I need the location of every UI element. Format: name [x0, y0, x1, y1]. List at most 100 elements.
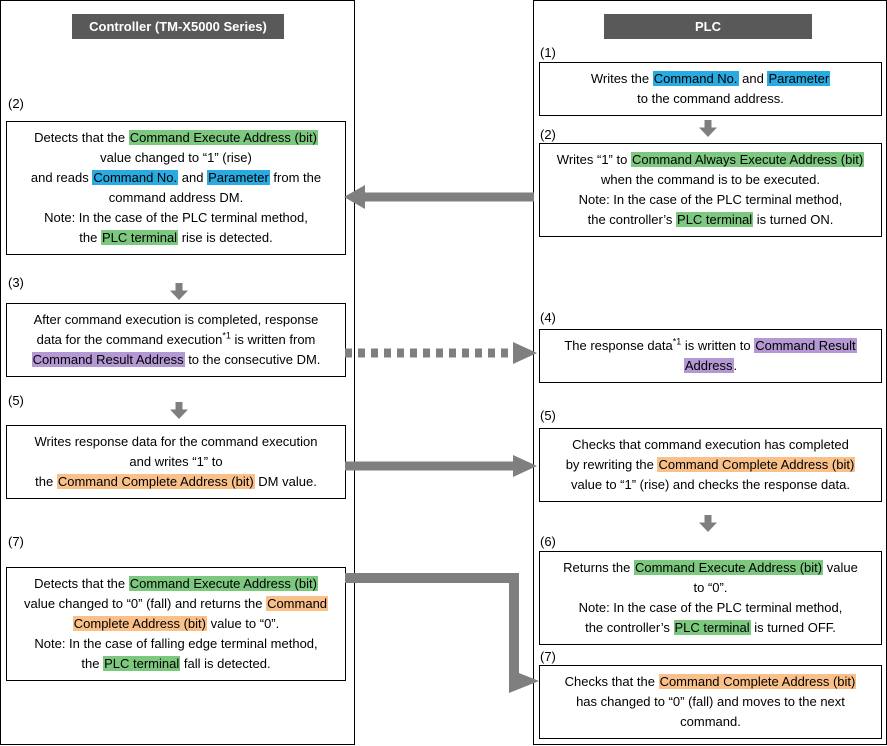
controller-panel: Controller (TM-X5000 Series) (2) Detects…	[0, 0, 355, 745]
text-line: to “0”.	[544, 578, 877, 598]
text-segment: rise is detected.	[178, 230, 273, 245]
text-line: and reads Command No. and Parameter from…	[11, 168, 341, 188]
text-segment: fall is detected.	[180, 656, 271, 671]
text-line: when the command is to be executed.	[544, 170, 877, 190]
plc-step-6-box: Returns the Command Execute Address (bit…	[539, 551, 882, 645]
text-segment: Note: In the case of the PLC terminal me…	[578, 192, 843, 207]
text-segment: is written to	[681, 338, 755, 353]
text-line: Note: In the case of the PLC terminal me…	[544, 190, 877, 210]
highlighted-text: PLC terminal	[676, 212, 754, 227]
text-line: has changed to “0” (fall) and moves to t…	[544, 692, 877, 712]
text-line: value to “1” (rise) and checks the respo…	[544, 475, 877, 495]
text-line: Returns the Command Execute Address (bit…	[544, 558, 877, 578]
controller-step-3-box: After command execution is completed, re…	[6, 303, 346, 377]
text-line: the controller’s PLC terminal is turned …	[544, 210, 877, 230]
highlighted-text: Command Result	[754, 338, 857, 353]
plc-panel-title: PLC	[604, 14, 812, 39]
text-segment: is turned OFF.	[750, 620, 836, 635]
text-segment: Note: In the case of the PLC terminal me…	[578, 600, 843, 615]
text-line: by rewriting the Command Complete Addres…	[544, 455, 877, 475]
text-segment: the	[81, 656, 104, 671]
highlighted-text: Command Execute Address (bit)	[128, 130, 318, 145]
text-segment: is written from	[230, 332, 316, 347]
plc-step-7-box: Checks that the Command Complete Address…	[539, 665, 882, 739]
text-segment: to the command address.	[637, 91, 784, 106]
text-line: Detects that the Command Execute Address…	[11, 574, 341, 594]
text-segment: value	[823, 560, 858, 575]
controller-step-7-box: Detects that the Command Execute Address…	[6, 567, 346, 681]
text-segment: Checks that command execution has comple…	[572, 437, 849, 452]
text-segment: *1	[672, 336, 682, 347]
arrow-plc-to-controller	[344, 185, 534, 209]
highlighted-text: Command Execute Address (bit)	[633, 560, 824, 575]
text-line: command.	[544, 712, 877, 732]
highlighted-text: Command Always Execute Address (bit)	[630, 152, 865, 167]
step-label-plc-2: (2)	[540, 127, 556, 142]
text-line: Complete Address (bit) value to “0”.	[11, 614, 341, 634]
text-line: Note: In the case of falling edge termin…	[11, 634, 341, 654]
text-segment: Writes “1” to	[556, 152, 631, 167]
text-segment: Writes the	[590, 71, 653, 86]
text-segment: data for the command execution	[36, 332, 223, 347]
text-segment: the controller’s	[587, 212, 677, 227]
text-segment: Note: In the case of the PLC terminal me…	[44, 210, 308, 225]
highlighted-text: Command Complete Address (bit)	[657, 457, 856, 472]
text-segment: to the consecutive DM.	[184, 352, 321, 367]
highlighted-text: PLC terminal	[103, 656, 181, 671]
down-arrow-icon	[170, 402, 188, 419]
text-line: Detects that the Command Execute Address…	[11, 128, 341, 148]
text-line: data for the command execution*1 is writ…	[11, 330, 341, 350]
highlighted-text: Parameter	[767, 71, 831, 86]
controller-step-5-box: Writes response data for the command exe…	[6, 425, 346, 499]
text-line: the controller’s PLC terminal is turned …	[544, 618, 877, 638]
highlighted-text: PLC terminal	[673, 620, 751, 635]
highlighted-text: Command No.	[652, 71, 739, 86]
text-line: Writes response data for the command exe…	[11, 432, 341, 452]
plc-panel: PLC (1) Writes the Command No. and Param…	[533, 0, 887, 745]
step-label-controller-7: (7)	[8, 534, 24, 549]
text-segment: The response data	[564, 338, 673, 353]
text-segment: to “0”.	[693, 580, 728, 595]
controller-step-2-box: Detects that the Command Execute Address…	[6, 121, 346, 255]
controller-panel-title: Controller (TM-X5000 Series)	[72, 14, 284, 39]
text-line: command address DM.	[11, 188, 341, 208]
down-arrow-icon	[699, 120, 717, 137]
down-arrow-icon	[699, 515, 717, 532]
down-arrow-icon	[170, 283, 188, 300]
step-label-controller-5: (5)	[8, 393, 24, 408]
text-segment: the	[79, 230, 101, 245]
highlighted-text: PLC terminal	[100, 230, 179, 245]
text-line: Writes “1” to Command Always Execute Add…	[544, 150, 877, 170]
text-segment: value changed to “0” (fall) and returns …	[23, 596, 267, 611]
text-line: value changed to “1” (rise)	[11, 148, 341, 168]
text-segment: the controller’s	[585, 620, 674, 635]
text-segment: value to “1” (rise) and checks the respo…	[571, 477, 850, 492]
highlighted-text: Command No.	[92, 170, 179, 185]
highlighted-text: Command Execute Address (bit)	[128, 576, 318, 591]
text-segment: value changed to “1” (rise)	[100, 150, 252, 165]
arrow-controller-to-plc-solid	[345, 455, 537, 477]
text-line: to the command address.	[544, 89, 877, 109]
text-line: the Command Complete Address (bit) DM va…	[11, 472, 341, 492]
text-line: Checks that command execution has comple…	[544, 435, 877, 455]
step-label-controller-2: (2)	[8, 96, 24, 111]
text-segment: DM value.	[254, 474, 317, 489]
text-segment: Checks that the	[564, 674, 659, 689]
step-label-plc-4: (4)	[540, 310, 556, 325]
step-label-plc-7: (7)	[540, 649, 556, 664]
text-line: the PLC terminal rise is detected.	[11, 228, 341, 248]
text-segment: when the command is to be executed.	[601, 172, 820, 187]
text-segment: Writes response data for the command exe…	[34, 434, 318, 449]
text-segment: *1	[222, 330, 231, 341]
text-segment: Detects that the	[34, 576, 129, 591]
plc-step-5-box: Checks that command execution has comple…	[539, 428, 882, 502]
text-segment: After command execution is completed, re…	[33, 312, 319, 327]
arrow-controller-to-plc-elbow	[345, 573, 539, 693]
arrow-controller-to-plc-dotted	[345, 342, 537, 364]
step-label-plc-6: (6)	[540, 534, 556, 549]
step-label-controller-3: (3)	[8, 275, 24, 290]
highlighted-text: Parameter	[207, 170, 270, 185]
highlighted-text: Command Result Address	[31, 352, 185, 367]
text-segment: by rewriting the	[565, 457, 658, 472]
text-line: Writes the Command No. and Parameter	[544, 69, 877, 89]
